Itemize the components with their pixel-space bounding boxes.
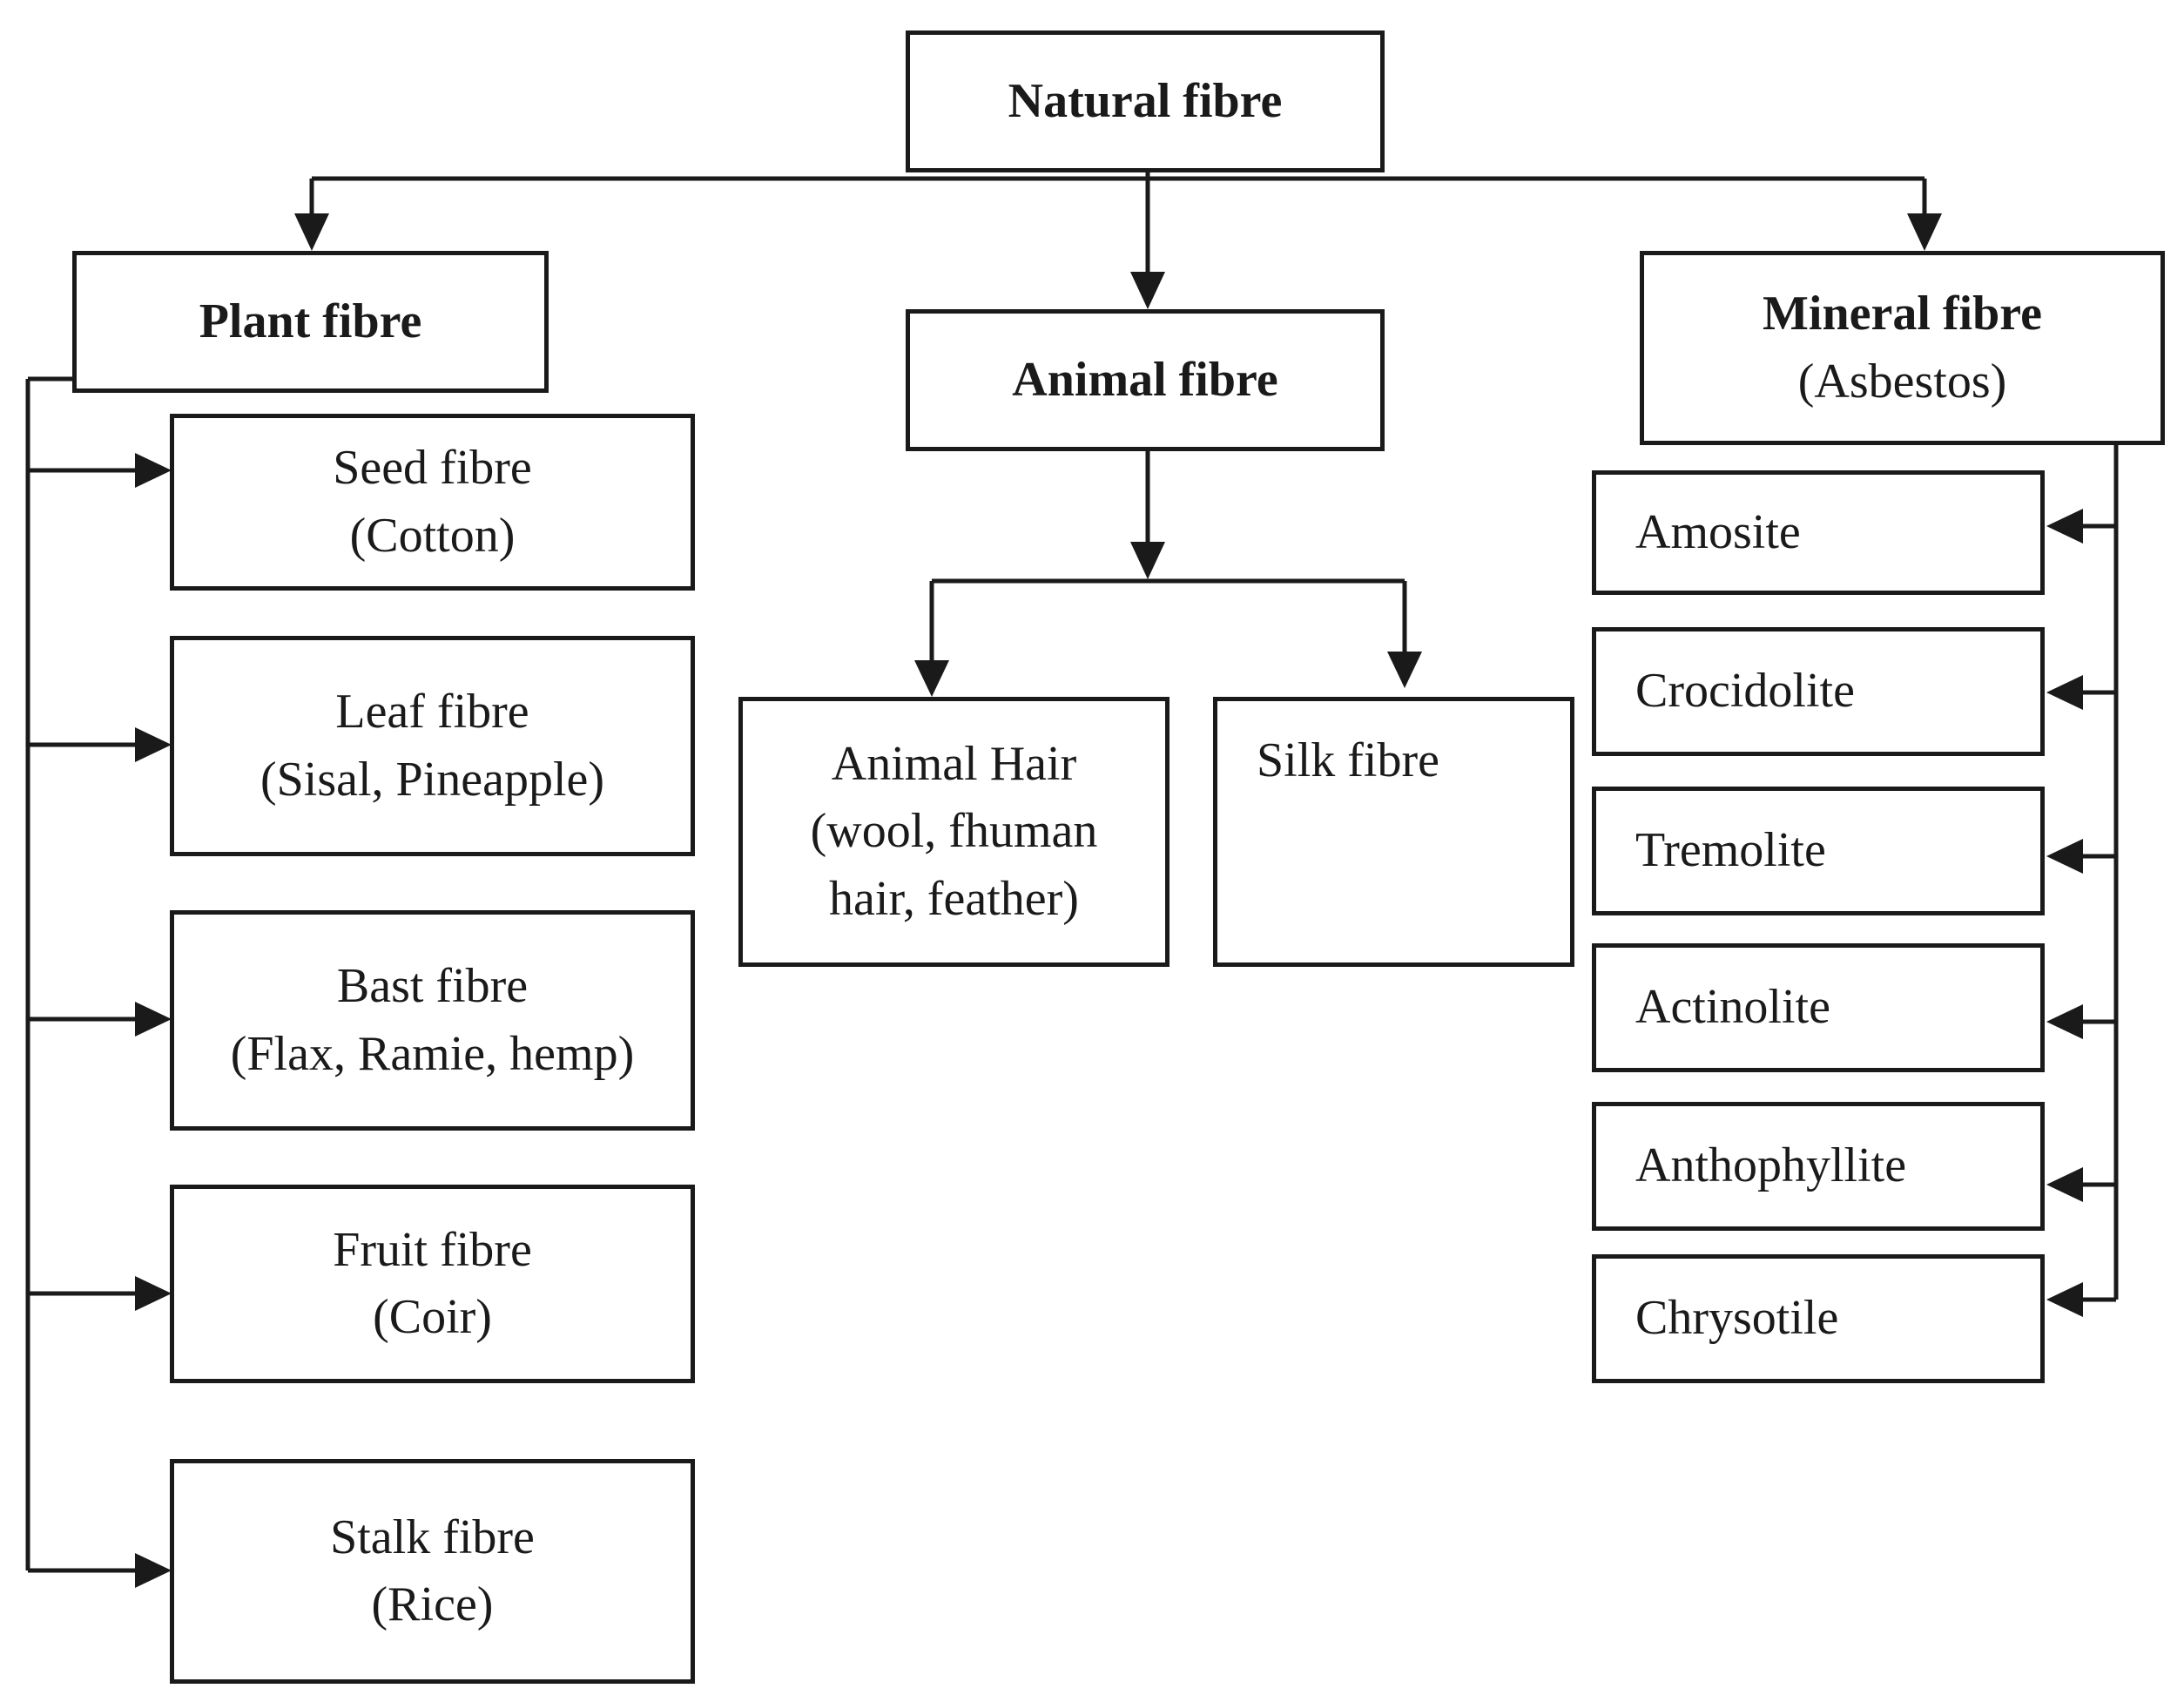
plant-child-arrowhead (135, 727, 172, 762)
node-anthophyllite: Anthophyllite (1592, 1102, 2045, 1231)
animal-hair-line-3: hair, feather) (829, 871, 1079, 926)
leaf-fibre-name: Leaf fibre (335, 685, 529, 740)
amosite-label: Amosite (1635, 504, 1801, 559)
node-silk-fibre: Silk fibre (1213, 697, 1574, 967)
stalk-fibre-name: Stalk fibre (330, 1510, 535, 1564)
arrow-to-plant (294, 213, 329, 251)
node-fruit-fibre: Fruit fibre (Coir) (170, 1185, 695, 1383)
node-bast-fibre: Bast fibre (Flax, Ramie, hemp) (170, 910, 695, 1131)
stalk-fibre-examples: (Rice) (371, 1577, 494, 1631)
plant-child-arrowhead (135, 453, 172, 488)
leaf-fibre-examples: (Sisal, Pineapple) (260, 752, 605, 807)
chrysotile-label: Chrysotile (1635, 1291, 1839, 1346)
mineral-child-arrowhead (2046, 839, 2083, 874)
arrow-to-mineral (1907, 213, 1942, 251)
animal-fibre-label: Animal fibre (1012, 352, 1278, 407)
mineral-fibre-sublabel: (Asbestos) (1797, 354, 2007, 409)
arrow-to-animal-split (1130, 542, 1165, 579)
node-actinolite: Actinolite (1592, 943, 2045, 1072)
silk-fibre-label: Silk fibre (1257, 733, 1439, 787)
node-mineral-fibre: Mineral fibre (Asbestos) (1640, 251, 2165, 445)
seed-fibre-examples: (Cotton) (349, 508, 516, 563)
tremolite-label: Tremolite (1635, 823, 1826, 878)
plant-child-arrowhead (135, 1002, 172, 1037)
mineral-child-arrowhead (2046, 675, 2083, 710)
node-plant-fibre: Plant fibre (72, 251, 549, 393)
bast-fibre-examples: (Flax, Ramie, hemp) (230, 1026, 635, 1081)
anthophyllite-label: Anthophyllite (1635, 1138, 1907, 1193)
mineral-child-arrowhead (2046, 1004, 2083, 1039)
node-natural-fibre: Natural fibre (906, 30, 1385, 172)
arrow-to-silk (1387, 652, 1422, 688)
mineral-child-arrowhead (2046, 1282, 2083, 1317)
mineral-child-arrowhead (2046, 509, 2083, 544)
animal-hair-line-2: (wool, fhuman (810, 804, 1098, 859)
arrow-to-animal (1130, 272, 1165, 309)
node-animal-fibre: Animal fibre (906, 309, 1385, 451)
fruit-fibre-name: Fruit fibre (333, 1222, 532, 1277)
arrow-to-animal-hair (914, 660, 949, 697)
actinolite-label: Actinolite (1635, 980, 1830, 1035)
node-leaf-fibre: Leaf fibre (Sisal, Pineapple) (170, 636, 695, 856)
mineral-fibre-label: Mineral fibre (1763, 287, 2042, 341)
plant-child-arrowhead (135, 1553, 172, 1588)
natural-fibre-label: Natural fibre (1008, 73, 1283, 128)
node-amosite: Amosite (1592, 470, 2045, 595)
animal-hair-line-1: Animal Hair (831, 737, 1077, 792)
crocidolite-label: Crocidolite (1635, 664, 1855, 719)
node-stalk-fibre: Stalk fibre (Rice) (170, 1459, 695, 1684)
plant-fibre-label: Plant fibre (199, 294, 422, 348)
plant-child-arrowhead (135, 1276, 172, 1311)
node-crocidolite: Crocidolite (1592, 627, 2045, 756)
fruit-fibre-examples: (Coir) (373, 1290, 492, 1344)
node-chrysotile: Chrysotile (1592, 1254, 2045, 1383)
node-animal-hair: Animal Hair (wool, fhuman hair, feather) (738, 697, 1170, 967)
seed-fibre-name: Seed fibre (333, 441, 532, 496)
node-tremolite: Tremolite (1592, 787, 2045, 915)
bast-fibre-name: Bast fibre (336, 959, 529, 1014)
node-seed-fibre: Seed fibre (Cotton) (170, 414, 695, 591)
mineral-child-arrowhead (2046, 1167, 2083, 1202)
